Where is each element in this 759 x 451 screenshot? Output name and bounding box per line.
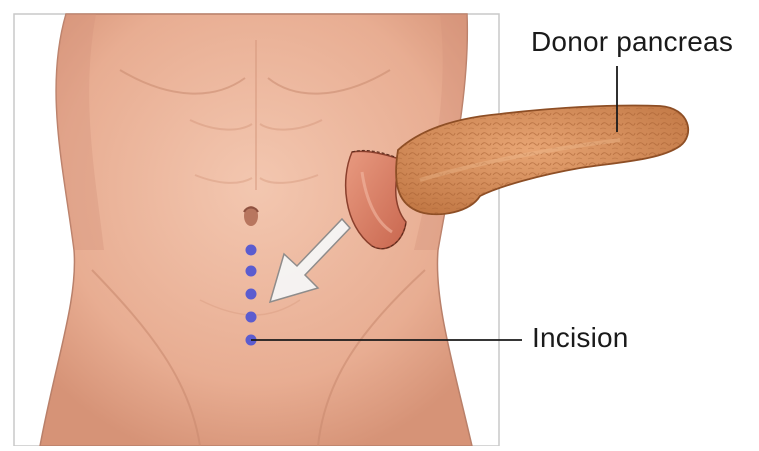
incision-dot <box>246 312 257 323</box>
incision-dot <box>246 245 257 256</box>
torso <box>40 14 472 446</box>
incision-dot <box>246 289 257 300</box>
incision-label: Incision <box>532 322 629 354</box>
navel <box>244 206 258 226</box>
incision-dot <box>246 266 257 277</box>
donor-pancreas-label: Donor pancreas <box>531 26 733 58</box>
